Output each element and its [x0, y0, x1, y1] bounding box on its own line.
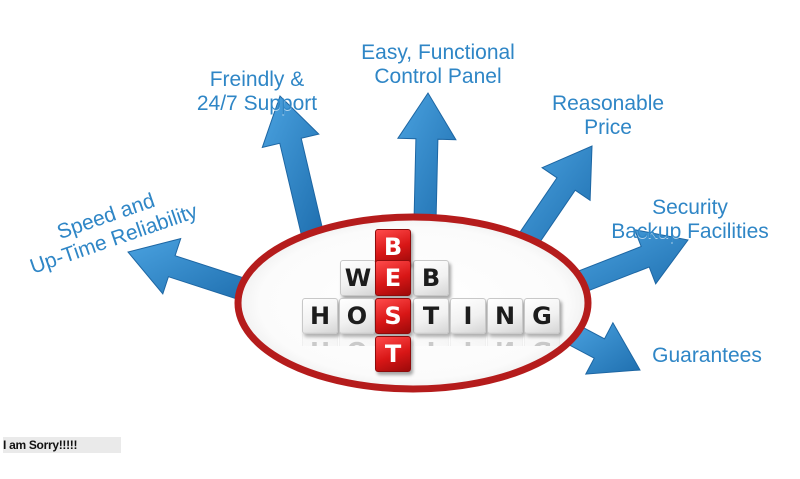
- tile-best-e: E: [375, 260, 411, 296]
- tile-best-b: B: [375, 229, 411, 265]
- reflection-tile: O: [339, 332, 375, 346]
- label-control-panel: Easy, Functional Control Panel: [333, 41, 543, 89]
- footer-note: I am Sorry!!!!!: [3, 437, 121, 453]
- tile-web-b: B: [413, 260, 449, 296]
- tile-hosting-n: N: [487, 298, 523, 334]
- label-security-line1: Security: [652, 196, 728, 219]
- label-security-backup: Security Backup Facilities: [590, 196, 790, 244]
- arrow-support: [261, 95, 324, 236]
- reflection-tile: G: [524, 332, 560, 346]
- arrow-price: [518, 145, 593, 247]
- tile-best-t: T: [375, 336, 411, 372]
- reflection-tile: I: [450, 332, 486, 346]
- label-guarantees-line1: Guarantees: [652, 344, 762, 367]
- reflection-tile: N: [487, 332, 523, 346]
- tile-hosting-i: I: [450, 298, 486, 334]
- label-price-line1: Reasonable: [551, 92, 665, 115]
- tile-hosting-h: H: [302, 298, 338, 334]
- label-support-line2: 24/7 Support: [196, 92, 318, 115]
- label-guarantees: Guarantees: [632, 344, 782, 368]
- reflection-tile: T: [413, 332, 449, 346]
- label-support: Freindly & 24/7 Support: [172, 68, 342, 116]
- label-support-line1: Freindly &: [209, 68, 305, 91]
- arrow-security: [573, 229, 689, 294]
- tile-hosting-g: G: [524, 298, 560, 334]
- reflection-tile: H: [302, 332, 338, 346]
- label-panel-line1: Easy, Functional: [361, 41, 515, 64]
- tile-best-s: S: [375, 298, 411, 334]
- label-panel-line2: Control Panel: [374, 65, 502, 88]
- arrow-panel: [396, 92, 457, 223]
- label-price-line2: Price: [584, 116, 632, 139]
- label-security-line2: Backup Facilities: [611, 220, 769, 243]
- tile-hosting-t: T: [413, 298, 449, 334]
- tile-hosting-o: O: [339, 298, 375, 334]
- arrow-speed: [127, 237, 250, 302]
- label-price: Reasonable Price: [528, 92, 688, 140]
- tile-web-w: W: [340, 260, 376, 296]
